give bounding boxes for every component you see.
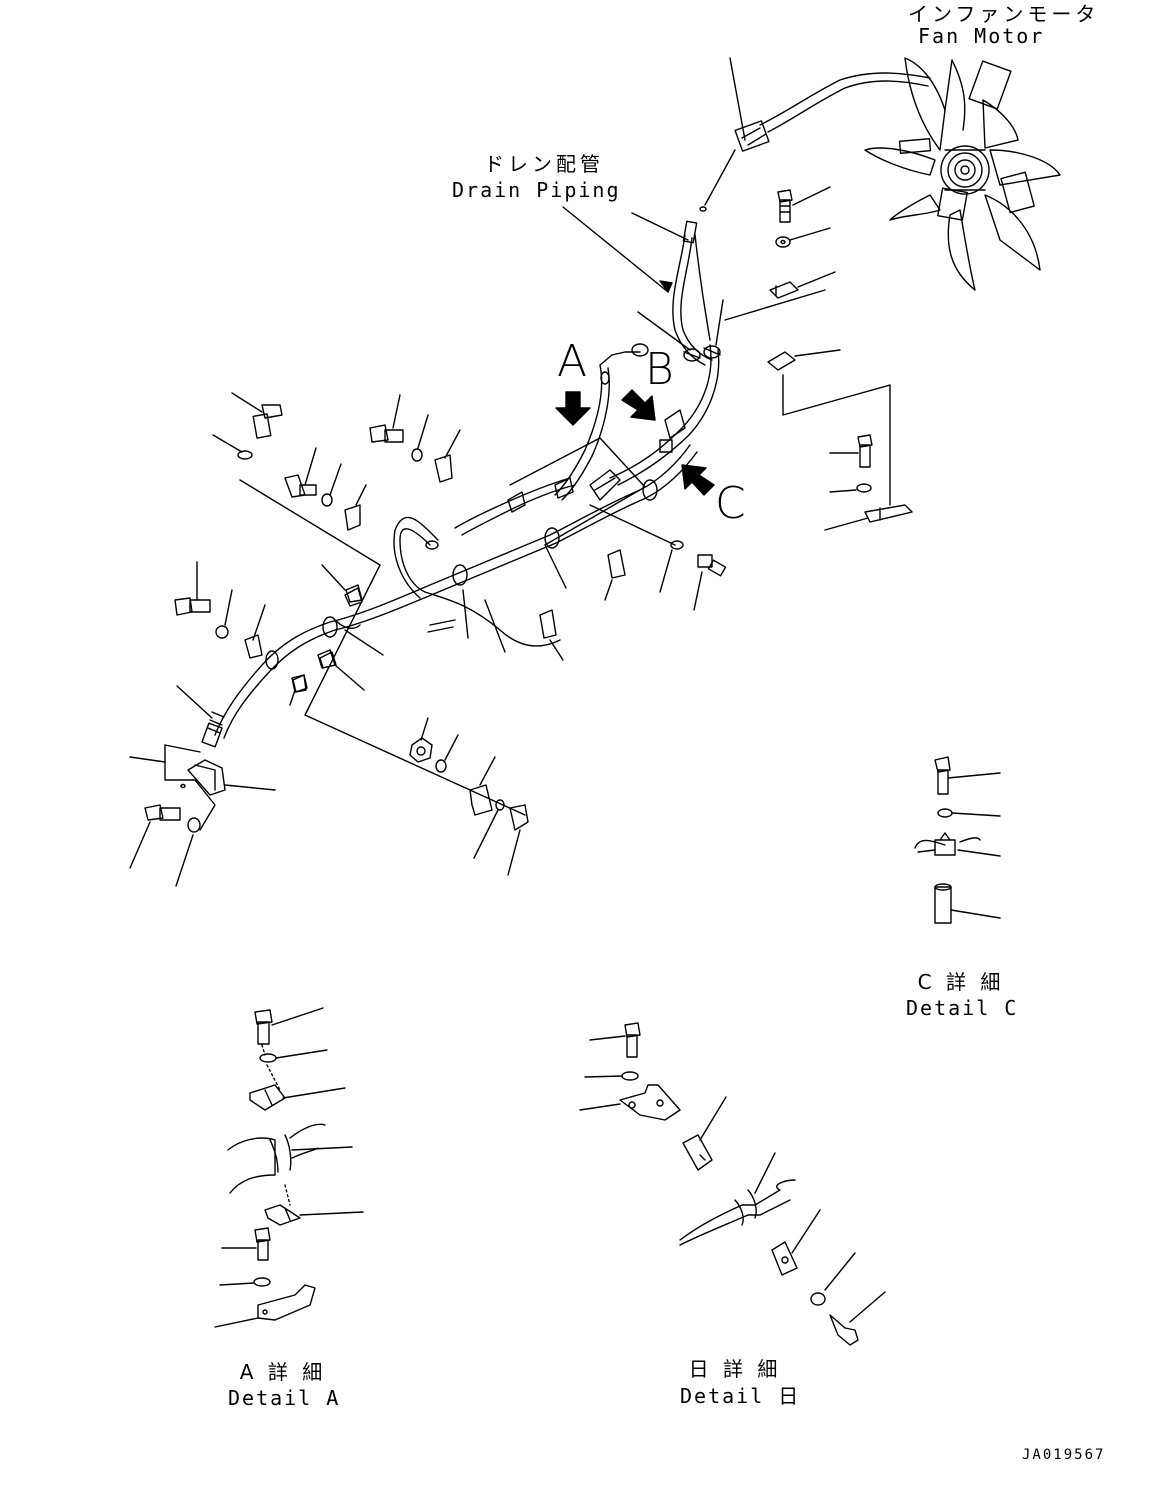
drain-hose bbox=[609, 212, 724, 486]
label-leaders bbox=[562, 206, 673, 293]
drain-piping-label-en: Drain Piping bbox=[452, 178, 621, 202]
center-right-parts bbox=[462, 540, 727, 661]
view-letter-b: B bbox=[645, 344, 674, 395]
detail-c-drawing bbox=[914, 756, 1001, 924]
detail-a-drawing bbox=[214, 1007, 364, 1328]
detail-b-label-en: Detail 日 bbox=[680, 1384, 801, 1408]
detail-c-label-en: Detail C bbox=[906, 996, 1019, 1020]
fan-motor bbox=[864, 57, 1061, 291]
bottom-center-parts bbox=[409, 717, 529, 876]
view-letter-c: C bbox=[715, 478, 746, 529]
detail-b-label-jp: 日 詳 細 bbox=[688, 1357, 782, 1381]
assembly-outlines bbox=[164, 289, 891, 831]
fan-pipe bbox=[699, 57, 931, 212]
clamps bbox=[292, 409, 686, 693]
view-letter-a: A bbox=[557, 336, 588, 387]
drain-piping-label-jp: ドレン配管 bbox=[484, 152, 604, 176]
fan-motor-label-en: Fan Motor bbox=[918, 24, 1045, 48]
detail-a-label-jp: A 詳 細 bbox=[239, 1360, 327, 1384]
detail-a-label-en: Detail A bbox=[228, 1386, 341, 1410]
detail-c-label-jp: C 詳 細 bbox=[917, 970, 1005, 994]
fan-motor-label-jp: インファンモータ bbox=[908, 2, 1100, 26]
main-pipe bbox=[201, 444, 698, 748]
document-id: JA019567 bbox=[1022, 1447, 1106, 1463]
left-parts bbox=[129, 392, 461, 887]
upper-right-parts bbox=[767, 186, 913, 531]
detail-b-drawing bbox=[579, 1022, 886, 1346]
secondary-pipe bbox=[393, 343, 649, 647]
view-arrows bbox=[555, 389, 715, 496]
